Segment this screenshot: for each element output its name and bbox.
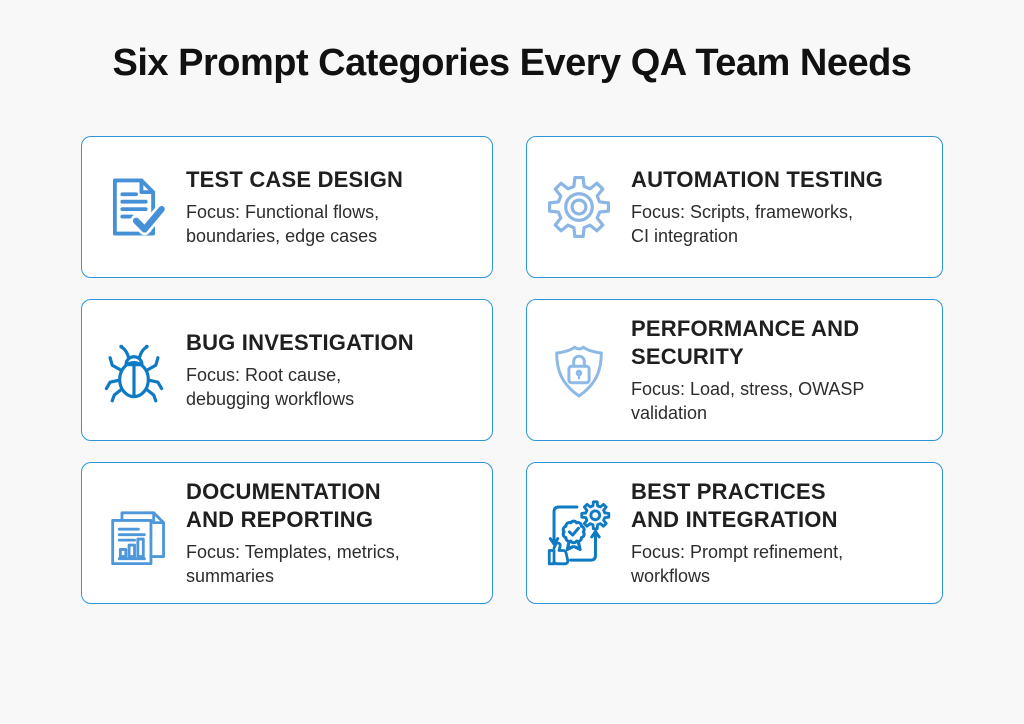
card-title: TEST CASE DESIGN [186,166,404,192]
card-focus: Focus: Templates, metrics, summaries [186,542,400,586]
card-title: DOCUMENTATION AND REPORTING [186,479,381,532]
card-title: PERFORMANCE AND SECURITY [631,316,860,369]
card-focus: Focus: Prompt refinement, workflows [631,542,844,586]
card-bug-investigation: BUG INVESTIGATION Focus: Root cause, deb… [81,299,493,441]
card-performance-security: PERFORMANCE AND SECURITY Focus: Load, st… [526,299,943,441]
shield-lock-icon [527,336,631,404]
card-title: BEST PRACTICES AND INTEGRATION [631,479,838,532]
card-focus: Focus: Load, stress, OWASP validation [631,379,865,423]
card-focus: Focus: Root cause, debugging workflows [186,365,355,409]
card-focus: Focus: Scripts, frameworks, CI integrati… [631,202,854,246]
document-check-icon [82,173,186,241]
gear-icon [527,173,631,241]
card-title: AUTOMATION TESTING [631,166,884,192]
card-focus: Focus: Functional flows, boundaries, edg… [186,202,380,246]
card-best-practices-integration: BEST PRACTICES AND INTEGRATION Focus: Pr… [526,462,943,604]
card-documentation-reporting: DOCUMENTATION AND REPORTING Focus: Templ… [81,462,493,604]
card-title: BUG INVESTIGATION [186,329,414,355]
bug-icon [82,336,186,404]
page-title: Six Prompt Categories Every QA Team Need… [112,42,912,84]
documents-chart-icon [82,498,186,568]
improvement-cycle-icon [527,499,631,567]
card-test-case-design: TEST CASE DESIGN Focus: Functional flows… [81,136,493,278]
category-grid: TEST CASE DESIGN Focus: Functional flows… [81,136,1024,604]
card-automation-testing: AUTOMATION TESTING Focus: Scripts, frame… [526,136,943,278]
